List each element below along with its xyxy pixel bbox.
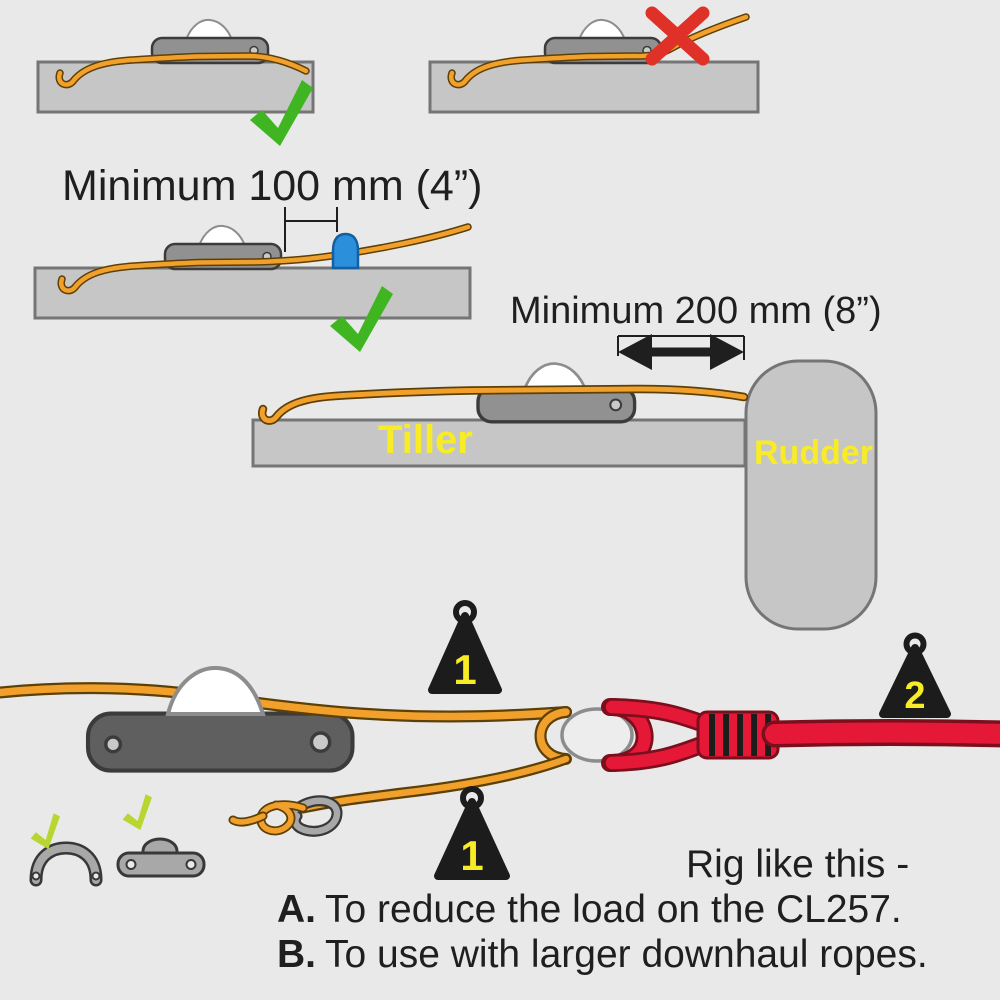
main-cleat-fin: [165, 665, 266, 716]
cleat-fin: [184, 18, 234, 41]
rope-stopper: [331, 232, 360, 270]
screw-hole: [185, 859, 197, 870]
panel-wrong-angled: [428, 6, 760, 114]
caption-a-prefix: A.: [277, 888, 316, 931]
check-icon: [330, 286, 393, 352]
panel-min-100: Minimum 100 mm (4”): [33, 162, 483, 352]
cleat-fin: [577, 18, 627, 41]
weight-number: 1: [453, 646, 476, 693]
cleat-rivet: [309, 731, 332, 753]
downhaul-rope: [57, 223, 472, 295]
min-100-label: Minimum 100 mm (4”): [62, 162, 483, 210]
cleat: [476, 362, 637, 424]
rudder-head: [744, 359, 878, 631]
screw-hole: [91, 871, 101, 881]
hook-icon: [288, 795, 343, 837]
weight-number: 2: [904, 675, 925, 717]
fairlead-fitting: [116, 837, 206, 878]
caption-a-text: To reduce the load on the CL257.: [325, 888, 902, 931]
check-icon-small: [30, 813, 60, 850]
cross-icon: [645, 6, 710, 66]
cleat-rivet: [104, 735, 123, 754]
tiller-label: Tiller: [378, 418, 473, 462]
caption: Rig like this - A. To reduce the load on…: [277, 843, 928, 976]
downhaul-rope: [55, 52, 310, 89]
weight-1-lower: 1: [434, 786, 510, 880]
caption-title: Rig like this -: [686, 843, 909, 886]
weight-2: 2: [879, 632, 951, 718]
double-arrow-icon: [618, 334, 744, 370]
main-cleat: [85, 711, 355, 773]
min-200-label: Minimum 200 mm (8”): [510, 290, 882, 332]
cleat-rivet: [609, 398, 623, 412]
cleat-fin: [197, 224, 247, 247]
red-rope: [601, 698, 1000, 772]
weight-1-upper: 1: [428, 600, 502, 694]
saddle-fitting: [29, 841, 103, 887]
thimble: [560, 707, 634, 763]
dimension-lines-100: [284, 207, 338, 252]
weight-number: 1: [460, 832, 483, 879]
panel-min-200: Minimum 200 mm (8”) Tiller Rudder: [251, 290, 882, 631]
tiller-bar: [36, 60, 315, 114]
panel-rig: 1 1 2: [0, 600, 1000, 887]
tiller-bar: [33, 266, 472, 320]
check-icon: [250, 80, 313, 146]
dimension-lines-200: [617, 335, 745, 360]
caption-b-text: To use with larger downhaul ropes.: [325, 933, 928, 976]
caption-b-prefix: B.: [277, 933, 316, 976]
rudder-label: Rudder: [754, 434, 873, 472]
cleat-fin: [521, 362, 588, 393]
panel-correct-flat: [36, 18, 315, 146]
tiller-bar: [251, 418, 747, 468]
rope-knot: [228, 800, 308, 836]
screw-hole: [125, 859, 137, 870]
downhaul-rope: [257, 384, 749, 425]
check-icon-small: [122, 794, 152, 831]
screw-hole: [31, 871, 41, 881]
